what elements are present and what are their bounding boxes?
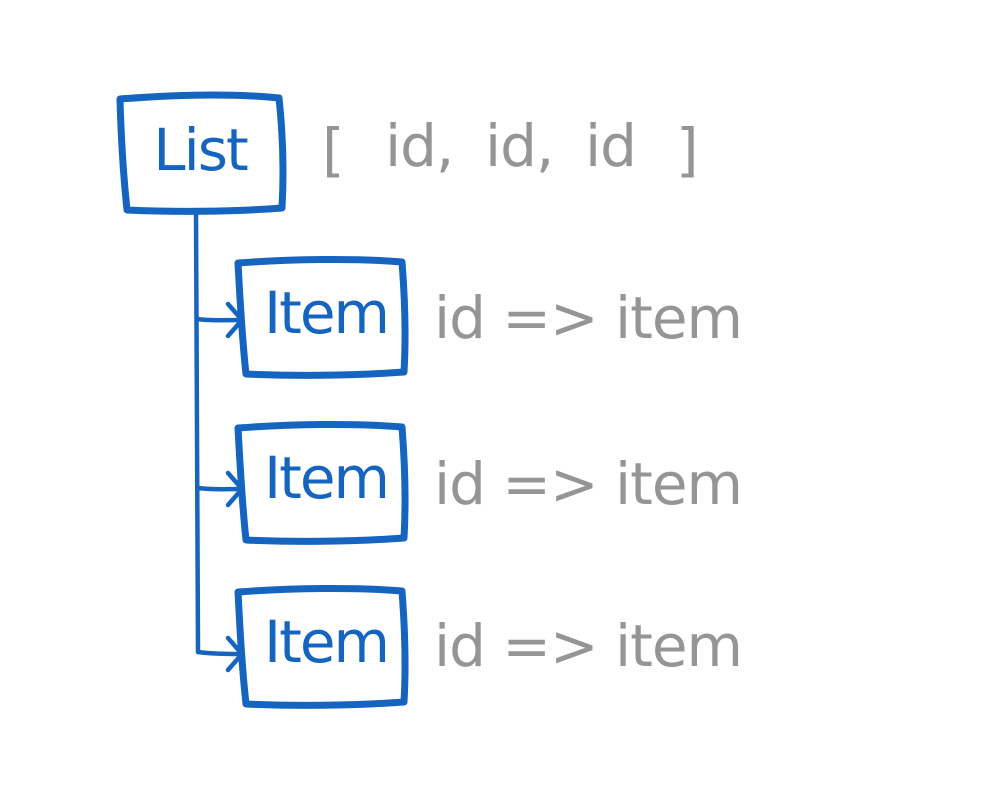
item-node-box — [234, 420, 409, 545]
array-item-3: id — [585, 112, 636, 180]
tree-trunk-line — [193, 209, 201, 655]
item-mapping-label: id => item — [434, 450, 742, 518]
array-open-bracket: [ — [322, 116, 345, 184]
item-mapping-label: id => item — [434, 612, 742, 680]
list-node-box — [116, 91, 287, 215]
item-node-1: Item id => item — [234, 255, 743, 379]
item-node-label: Item — [264, 279, 388, 347]
list-node-label: List — [153, 116, 248, 184]
item-node-label: Item — [264, 444, 388, 512]
array-item-2: id, — [485, 112, 553, 180]
id-array-note: [ id, id, id ] — [322, 112, 699, 184]
list-node: List — [116, 91, 287, 215]
branch-arrow-2 — [195, 470, 245, 508]
item-node-2: Item id => item — [234, 420, 743, 545]
array-close-bracket: ] — [676, 116, 699, 184]
item-node-label: Item — [264, 608, 388, 676]
branch-arrow-3 — [195, 635, 245, 673]
branch-arrow-1 — [194, 301, 245, 339]
array-item-1: id, — [385, 112, 453, 180]
item-mapping-label: id => item — [434, 284, 742, 352]
item-node-box — [234, 584, 409, 709]
item-node-3: Item id => item — [234, 584, 743, 709]
item-node-box — [234, 255, 409, 379]
